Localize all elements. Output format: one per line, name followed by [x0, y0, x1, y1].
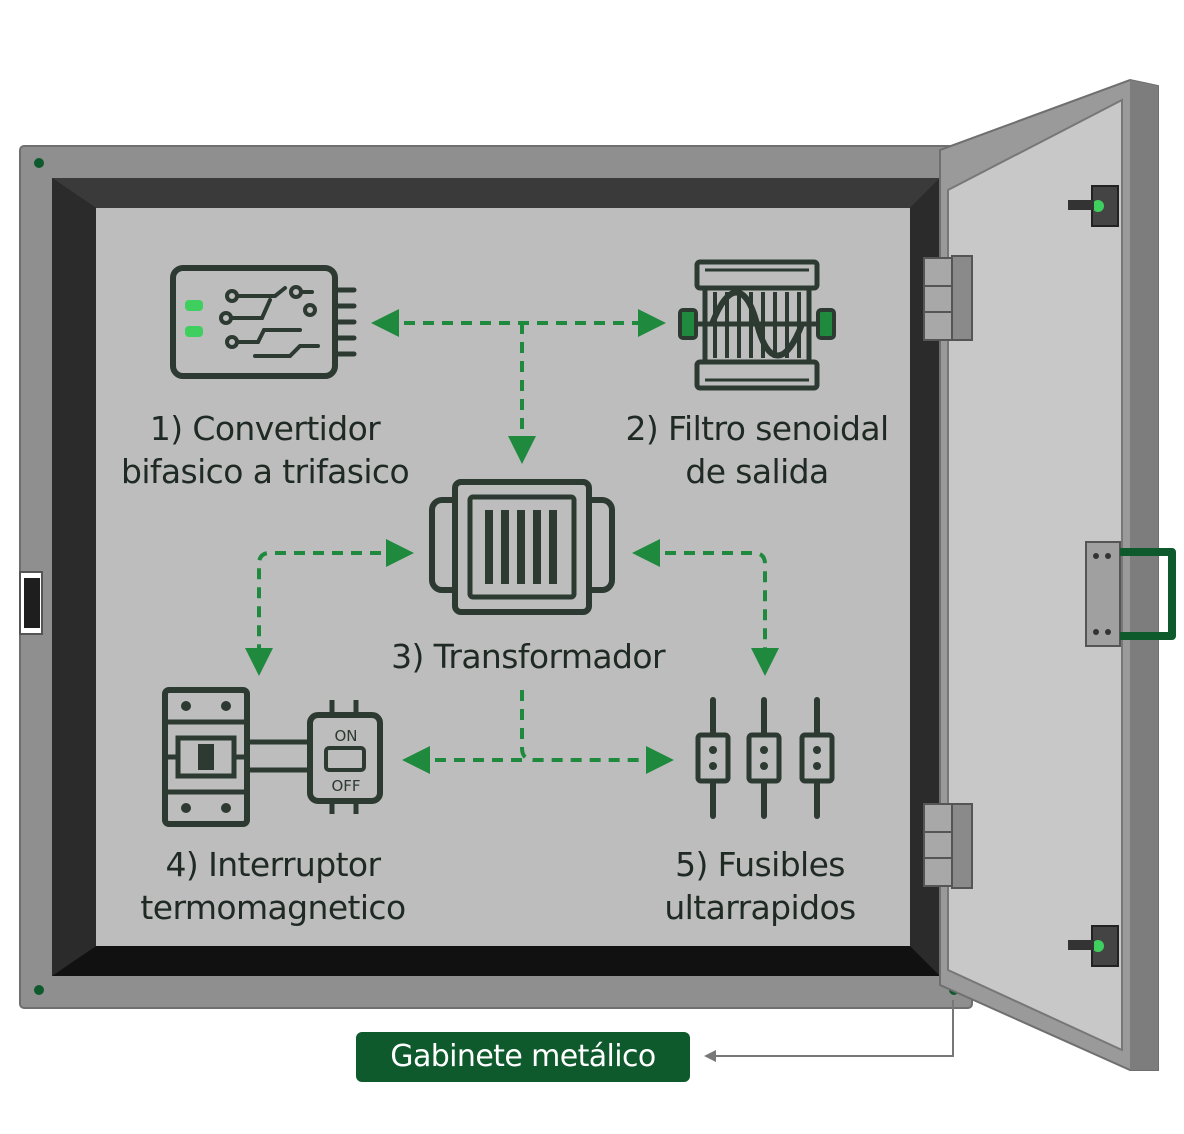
- switch-off-text: OFF: [331, 777, 360, 795]
- sine-filter-icon: [678, 259, 836, 391]
- fuses-label-line2: ultarrapidos: [664, 888, 856, 927]
- cabinet-door: [923, 78, 1176, 1071]
- fuses-label-line1: 5) Fusibles: [675, 845, 845, 884]
- filter-label: 2) Filtro senoidal de salida: [600, 407, 914, 493]
- breaker-label: 4) Interruptor termomagnetico: [110, 843, 436, 929]
- enclosure-label-badge: Gabinete metálico: [356, 1032, 690, 1082]
- breaker-label-line1: 4) Interruptor: [165, 845, 382, 884]
- fuses-label: 5) Fusibles ultarrapidos: [610, 843, 910, 929]
- transformer-icon: [429, 479, 615, 615]
- transformer-label: 3) Transformador: [370, 635, 686, 678]
- transformer-label-line1: 3) Transformador: [391, 637, 665, 676]
- arrow-transformer-down: [520, 690, 674, 774]
- breaker-switch-icon: ON OFF: [162, 687, 383, 827]
- converter-label-line1: 1) Convertidor: [149, 409, 381, 448]
- arrow-transformer-fuses: [632, 539, 779, 676]
- enclosure-callout-arrow: [704, 1000, 954, 1062]
- filter-label-line2: de salida: [685, 452, 829, 491]
- fuses-icon: [695, 697, 835, 819]
- switch-on-text: ON: [334, 727, 357, 745]
- circuit-board-icon: [170, 265, 357, 379]
- connection-arrows: [245, 309, 779, 774]
- breaker-label-line2: termomagnetico: [140, 888, 406, 927]
- arrow-transformer-breaker: [245, 539, 414, 676]
- filter-label-line1: 2) Filtro senoidal: [625, 409, 889, 448]
- converter-label-line2: bifasico a trifasico: [120, 452, 410, 491]
- converter-label: 1) Convertidor bifasico a trifasico: [100, 407, 430, 493]
